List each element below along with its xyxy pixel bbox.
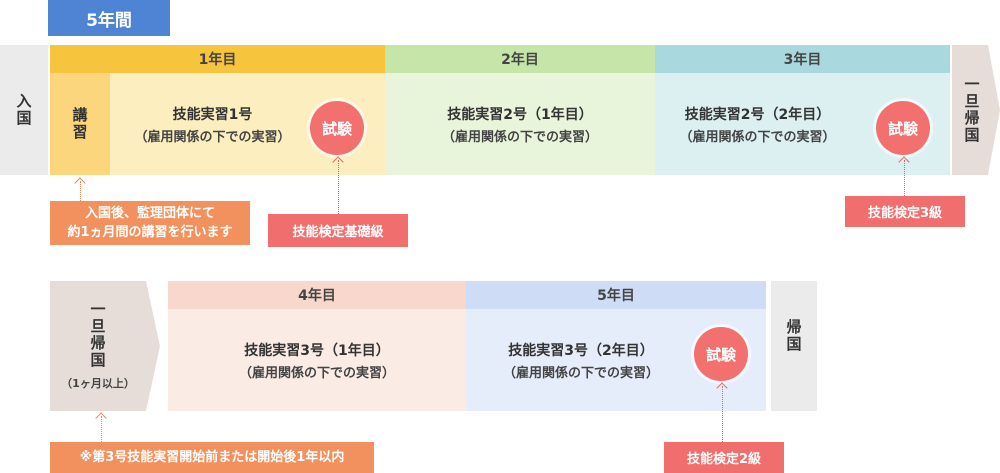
lecture-label: 講習 [70,107,89,141]
exam5-dash [722,386,723,442]
exam-circle-1: 試験 [310,101,364,155]
temp-return-arrow-2 [50,281,160,411]
year5-header: 5年目 [466,281,766,309]
temp-return-label-2: 一旦帰国 [88,301,107,369]
year1-sub: （雇用関係の下での実習） [134,129,291,145]
year2-sub: （雇用関係の下での実習） [441,129,598,145]
note-dash [101,416,102,442]
year4-header: 4年目 [168,281,466,309]
year5-title: 技能実習3号（2年目） [508,342,654,359]
year2-header: 2年目 [385,45,655,73]
year1-title: 技能実習1号 [172,106,253,123]
year2-body: 技能実習2号（1年目） （雇用関係の下での実習） [385,73,655,175]
temp-return-box-2: 一旦帰国 （1ヶ月以上） [50,281,146,411]
return-label: 帰国 [784,319,803,353]
year4-sub: （雇用関係の下での実習） [238,365,395,381]
year1-header: 1年目 [50,45,385,73]
exam-circle-3: 試験 [876,101,930,155]
temp-return-sub: （1ヶ月以上） [61,377,135,390]
temp-return-arrow-1 [952,45,1000,175]
temp-return-box-1: 一旦帰国 [952,45,992,175]
year4-body: 技能実習3号（1年目） （雇用関係の下での実習） [168,309,466,411]
exam-circle-5: 試験 [694,327,748,381]
lecture-note-line2: 約1ヵ月間の講習を行います [67,225,233,240]
five-year-tag: 5年間 [48,0,170,36]
year2-title: 技能実習2号（1年目） [447,106,593,123]
entry-box: 入国 [0,45,48,175]
exam-label-2: 技能検定2級 [664,442,784,473]
lecture-note: 入国後、監理団体にて 約1ヵ月間の講習を行います [50,201,250,245]
exam-label-3: 技能検定3級 [845,196,965,227]
year5-sub: （雇用関係の下での実習） [502,365,659,381]
exam1-dash [338,160,339,214]
exam-label-basic: 技能検定基礎級 [268,214,408,247]
return-box: 帰国 [771,281,817,411]
lecture-note-line1: 入国後、監理団体にて [84,206,215,221]
lecture-dash [80,181,81,201]
exam3-dash [904,160,905,196]
year5-body: 技能実習3号（2年目） （雇用関係の下での実習） [466,309,766,411]
year3-title: 技能実習2号（2年目） [684,106,831,123]
phase3-note: ※第3号技能実習開始前または開始後1年以内 [50,442,374,473]
lecture-box: 講習 [50,73,110,175]
year3-sub: （雇用関係の下での実習） [679,129,836,145]
temp-return-label-1: 一旦帰国 [962,76,981,144]
year4-title: 技能実習3号（1年目） [244,342,390,359]
year3-header: 3年目 [655,45,950,73]
entry-label: 入国 [14,93,33,127]
